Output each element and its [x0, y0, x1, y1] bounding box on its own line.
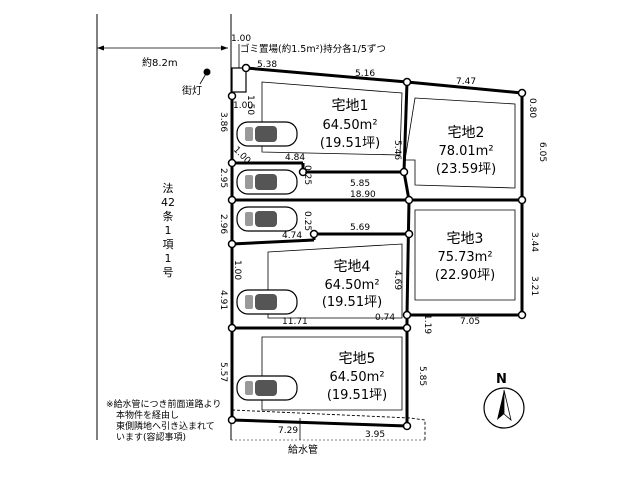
lot4-name: 宅地4	[334, 259, 371, 275]
garbage-side: 1.50	[245, 95, 255, 115]
dim-label: 18.90	[350, 190, 376, 200]
road-article-char: 42	[161, 196, 175, 209]
lot-boundaries	[230, 66, 524, 428]
dim-label: 5.38	[257, 60, 277, 70]
lot5-name: 宅地5	[339, 351, 376, 367]
dim-label: 7.47	[456, 77, 476, 87]
lot3-area: 75.73m²	[437, 250, 492, 265]
note-line: 東側隣地へ引き込まれて	[116, 420, 215, 432]
lot2-name: 宅地2	[448, 125, 485, 141]
dim-label: 2.96	[218, 214, 228, 234]
dim-label: 5.69	[350, 223, 370, 233]
street-light-label: 街灯	[182, 84, 202, 97]
road-article-char: 号	[163, 266, 174, 279]
compass-label: N	[496, 372, 507, 387]
lot4-area: 64.50m²	[324, 278, 379, 293]
car-icon	[236, 375, 298, 401]
dim-label: 0.80	[527, 98, 537, 118]
dim-label: 0.25	[302, 211, 312, 231]
lot5-tsubo: (19.51坪)	[327, 388, 387, 403]
road-article-char: 条	[163, 209, 174, 223]
dim-label: 4.74	[282, 231, 302, 241]
dim-label: 5.57	[218, 362, 228, 382]
garbage-offset: 1.00	[231, 34, 251, 44]
lot1-area: 64.50m²	[322, 118, 377, 133]
lot1-tsubo: (19.51坪)	[320, 136, 380, 151]
road-width-label: 約8.2m	[142, 56, 178, 69]
dim-label: 7.29	[278, 426, 298, 436]
dim-label: 5.85	[417, 366, 427, 386]
dim-label: 7.05	[460, 317, 480, 327]
dim-label: 0.74	[375, 313, 395, 323]
note-line: 本物件を経由し	[116, 409, 179, 421]
dim-label: 1.00	[232, 260, 242, 280]
arrowhead	[97, 45, 104, 51]
water-pipe-line	[231, 409, 426, 440]
dim-label: 3.86	[218, 112, 228, 132]
lot3-tsubo: (22.90坪)	[435, 268, 495, 283]
lot1-name: 宅地1	[332, 98, 369, 114]
car-icon	[236, 121, 298, 147]
north-compass-icon: N	[483, 372, 525, 429]
dim-label: 3.21	[529, 276, 539, 296]
dim-label: 5.46	[392, 140, 402, 160]
dim-label: 4.91	[218, 290, 228, 310]
car-icon	[236, 289, 298, 315]
lot3-name: 宅地3	[447, 231, 484, 247]
water-pipe-label: 給水管	[288, 443, 318, 456]
dim-label: 4.84	[285, 153, 305, 163]
dim-label: 5.85	[350, 179, 370, 189]
lot4-tsubo: (19.51坪)	[322, 295, 382, 310]
arrowhead	[221, 45, 228, 51]
dim-label: 3.95	[365, 430, 385, 440]
dim-label: 1.19	[422, 314, 432, 334]
garbage-label: ゴミ置場(約1.5m²)持分各1/5ずつ	[240, 43, 386, 55]
dim-label: 5.16	[355, 69, 375, 79]
lot2-area: 78.01m²	[438, 144, 493, 159]
road-article-char: 項	[163, 238, 174, 251]
dim-label: 11.71	[282, 317, 308, 327]
road-article-char: 1	[165, 224, 172, 237]
car-icon	[236, 169, 298, 195]
note-line: います(容認事項)	[116, 431, 186, 443]
car-icon	[236, 206, 298, 232]
dim-label: 2.95	[218, 168, 228, 188]
lot5-area: 64.50m²	[329, 370, 384, 385]
dim-label: 1.00	[233, 101, 253, 111]
lot2-tsubo: (23.59坪)	[436, 162, 496, 177]
note-line: ※給水管につき前面道路より	[106, 398, 221, 410]
dim-label: 6.05	[537, 142, 547, 162]
road-article-char: 1	[165, 252, 172, 265]
road-article-char: 法	[163, 181, 174, 195]
boundary-markers	[227, 63, 527, 431]
dim-label: 3.44	[529, 232, 539, 252]
dim-label: 0.25	[302, 165, 312, 185]
dim-label: 4.69	[392, 270, 402, 290]
